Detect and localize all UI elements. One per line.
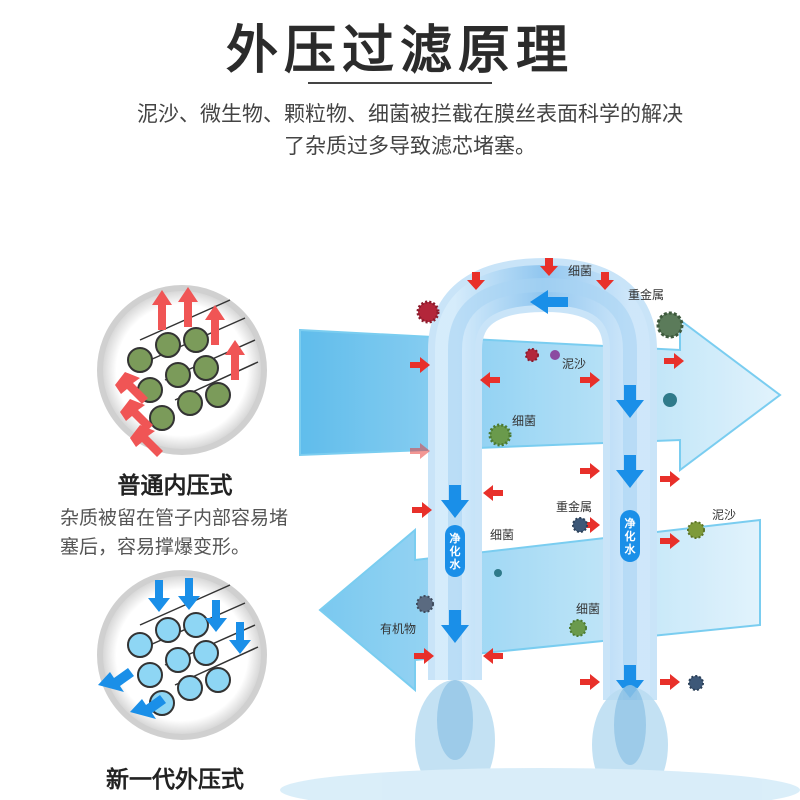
pipe-label-left: 净化水: [446, 532, 464, 571]
inner-pressure-title: 普通内压式: [60, 466, 290, 500]
bacteria-icon: [526, 349, 538, 361]
heavy-metal-icon: [658, 313, 682, 337]
pipe-label-right: 净化水: [621, 517, 639, 556]
inner-pressure-desc-line-1: 杂质被留在管子内部容易堵: [60, 504, 335, 533]
bacteria-icon: [570, 620, 586, 636]
organic-particle-icon: [417, 596, 433, 612]
label-sand: 泥沙: [562, 355, 586, 372]
metal-particle-icon: [494, 569, 502, 577]
bacteria-icon: [490, 425, 510, 445]
water-splash: [280, 680, 800, 800]
red-arrow-17: [660, 674, 680, 690]
heavy-metal-icon: [573, 518, 587, 532]
inner-pressure-description: 杂质被留在管子内部容易堵 塞后，容易撑爆变形。: [60, 504, 335, 562]
bacteria-icon: [550, 350, 560, 360]
metal-particle-icon: [663, 393, 677, 407]
heavy-metal-icon: [689, 676, 703, 690]
inner-pressure-cross-section: [100, 287, 264, 457]
label-organic-matter: 有机物: [380, 620, 416, 637]
red-arrow-16: [580, 674, 600, 690]
label-bacteria: 细菌: [568, 262, 592, 279]
red-arrow-9: [580, 463, 600, 479]
flow-arrow-left: [320, 520, 760, 690]
label-heavy-metal: 重金属: [628, 286, 664, 303]
label-bacteria: 细菌: [576, 600, 600, 617]
bacteria-icon: [688, 522, 704, 538]
bacteria-icon: [418, 302, 438, 322]
label-bacteria: 细菌: [490, 526, 514, 543]
label-bacteria: 细菌: [512, 412, 536, 429]
flow-arrow-right: [300, 320, 780, 470]
inner-pressure-desc-line-2: 塞后，容易撑爆变形。: [60, 533, 335, 562]
outer-pressure-title: 新一代外压式: [60, 760, 290, 794]
red-arrow-10: [483, 485, 503, 501]
red-arrow-8: [660, 471, 680, 487]
label-sand: 泥沙: [712, 506, 736, 523]
outer-pressure-cross-section: [98, 573, 264, 737]
label-heavy-metal: 重金属: [556, 498, 592, 515]
